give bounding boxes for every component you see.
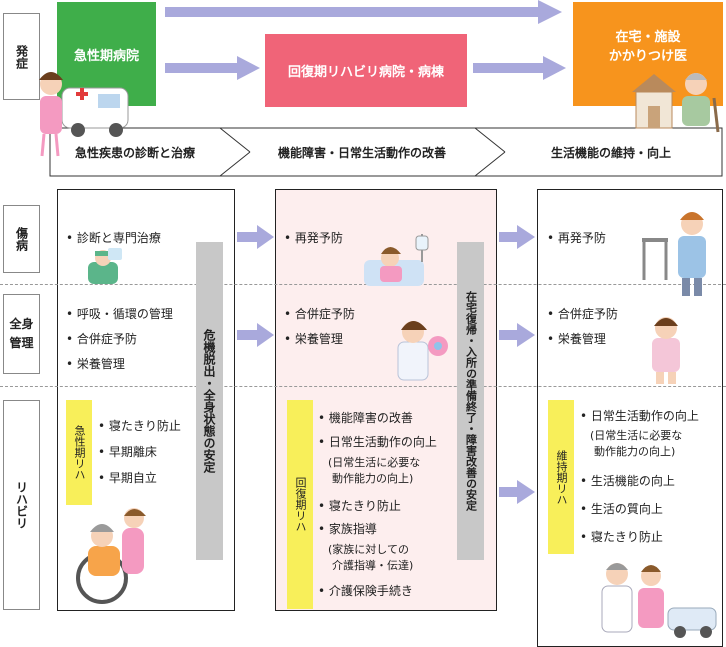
phase-divider-2b [474, 151, 506, 177]
phase-divider-1 [219, 127, 251, 153]
stage-acute-label: 急性期病院 [73, 48, 139, 64]
separator-1 [0, 284, 726, 285]
c1-stage-bar: 危機脱出・全身状態の安定 [196, 242, 223, 560]
c3-rehab-line-2: (日常生活に必要な [590, 429, 683, 442]
phase-maintenance: 生活機能の維持・向上 [551, 146, 672, 160]
c1-general-item-3: • 栄養管理 [66, 357, 125, 371]
arrow-c2-c3-injury-head [517, 225, 535, 249]
c2-rehab-tag-label: 回復期リハ [294, 477, 307, 532]
arrow-recovery-home-shaft [473, 63, 543, 73]
arrow-acute-recovery-head [237, 56, 260, 80]
row-label-rehab: リハビリ [3, 400, 40, 610]
c1-rehab-item-3: • 早期自立 [98, 471, 157, 485]
c2-general-item-2: • 栄養管理 [284, 332, 343, 346]
c2-rehab-line-7: (家族に対しての [328, 543, 409, 556]
arrow-c1-c2-injury-head [257, 225, 274, 249]
c1-rehab-item-1: • 寝たきり防止 [98, 419, 181, 433]
arrow-c1-c2-general-head [257, 323, 274, 347]
house-elder-illustration [632, 73, 720, 133]
c2-injury-item: • 再発予防 [284, 231, 343, 245]
phase-recovery: 機能障害・日常生活動作の改善 [278, 146, 447, 160]
c1-general-item-1: • 呼吸・循環の管理 [66, 307, 173, 321]
c1-stage-bar-label: 危機脱出・全身状態の安定 [202, 329, 216, 473]
arrow-c1-c2-injury-shaft [237, 232, 257, 242]
walker-caregiver-illustration [642, 212, 706, 296]
arrow-acute-home-shaft [165, 7, 538, 17]
c2-rehab-line-3: (日常生活に必要な [328, 456, 421, 469]
c3-rehab-line-6: • 寝たきり防止 [580, 530, 663, 544]
c2-stage-bar: 在宅復帰・入所の準備終了・障害改善の安定 [457, 242, 484, 560]
c3-rehab-line-3: 動作能力の向上) [594, 445, 676, 458]
row-label-injury: 傷病 [3, 205, 40, 273]
c2-rehab-line-9: • 介護保険手続き [318, 584, 413, 598]
arrow-acute-home-head [538, 0, 562, 24]
arrow-c2-c3-general-shaft [499, 330, 517, 340]
c3-rehab-line-1: • 日常生活動作の向上 [580, 409, 699, 423]
nurse-illustration [397, 321, 448, 381]
c2-general-item-1: • 合併症予防 [284, 307, 355, 321]
arrow-acute-recovery-shaft [165, 63, 237, 73]
arrow-c2-c3-injury-shaft [499, 232, 517, 242]
stage-home-label: 在宅・施設 かかりつけ医 [608, 30, 688, 64]
c2-rehab-line-5: • 寝たきり防止 [318, 499, 401, 513]
wheelchair-illustration [76, 508, 146, 604]
top-arrows [165, 0, 566, 80]
c2-rehab-line-1: • 機能障害の改善 [318, 411, 413, 425]
arrow-recovery-home-head [543, 56, 566, 80]
c2-rehab-line-6: • 家族指導 [318, 522, 377, 536]
c2-rehab-line-8: 介護指導・伝達) [332, 559, 414, 572]
arrow-c2-c3-rehab-shaft [499, 487, 517, 497]
care-nurse-illustration [652, 317, 680, 384]
arrow-c2-c3-rehab-head [517, 480, 535, 504]
row-label-general-text: 全身管理 [9, 317, 34, 350]
phase-acute: 急性疾患の診断と治療 [75, 146, 196, 160]
c3-rehab-line-5: • 生活の質向上 [580, 502, 663, 516]
doctor-team-illustration [601, 563, 717, 638]
phase-banner-shape [49, 127, 723, 177]
row-label-general: 全身管理 [3, 294, 40, 374]
c2-rehab-tag: 回復期リハ [287, 400, 313, 609]
c1-rehab-tag-label: 急性期リハ [73, 425, 86, 480]
c3-general-item-2: • 栄養管理 [547, 332, 606, 346]
c2-stage-bar-label: 在宅復帰・入所の準備終了・障害改善の安定 [464, 291, 478, 511]
c3-rehab-line-4: • 生活機能の向上 [580, 474, 675, 488]
c2-rehab-line-4: 動作能力の向上) [332, 472, 414, 485]
c1-general-item-2: • 合併症予防 [66, 332, 137, 346]
separator-2 [0, 386, 726, 387]
c1-rehab-item-2: • 早期離床 [98, 445, 157, 459]
c3-general-item-1: • 合併症予防 [547, 307, 618, 321]
phase-banner [49, 127, 723, 177]
row-label-onset: 発症 [3, 13, 40, 100]
patient-in-bed-illustration [364, 234, 429, 286]
stage-recovery-label: 回復期リハビリ病院・病棟 [287, 65, 444, 80]
c2-rehab-line-2: • 日常生活動作の向上 [318, 435, 437, 449]
doctor-surgeon-illustration [88, 248, 122, 284]
phase-divider-2 [474, 127, 506, 153]
arrow-c2-c3-general-head [517, 323, 535, 347]
ambulance-patient-illustration [39, 72, 129, 157]
arrow-c1-c2-general-shaft [237, 330, 257, 340]
c3-injury-item: • 再発予防 [547, 231, 606, 245]
phase-divider-1b [219, 151, 251, 177]
c3-rehab-tag: 維持期リハ [548, 400, 574, 554]
c1-rehab-tag: 急性期リハ [66, 400, 92, 505]
c1-injury-item: • 診断と専門治療 [66, 231, 161, 245]
c3-rehab-tag-label: 維持期リハ [555, 449, 568, 505]
stage-recovery: 回復期リハビリ病院・病棟 [265, 34, 467, 107]
